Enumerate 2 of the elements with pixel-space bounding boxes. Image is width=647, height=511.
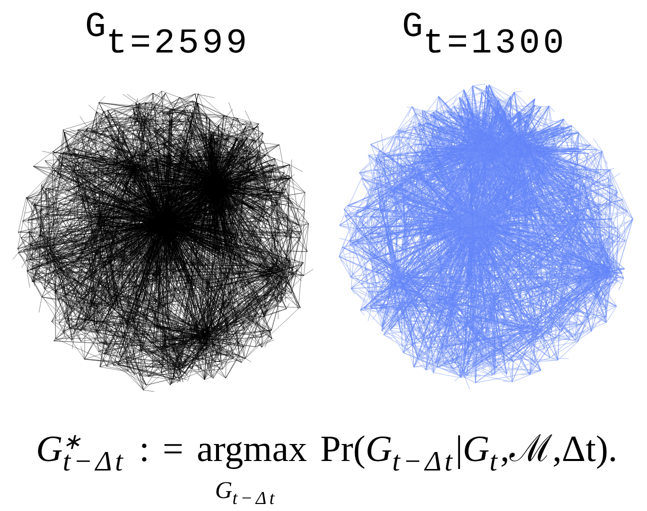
formula: G$^{∗}$$_{t−Δt}$ : = argmax Pr(G$_{t−Δt}$|G$_{t}$,ℳ,Δt). xyxy=(36,430,618,474)
formula-subscript: G$_{t−Δt}$ xyxy=(215,478,278,508)
